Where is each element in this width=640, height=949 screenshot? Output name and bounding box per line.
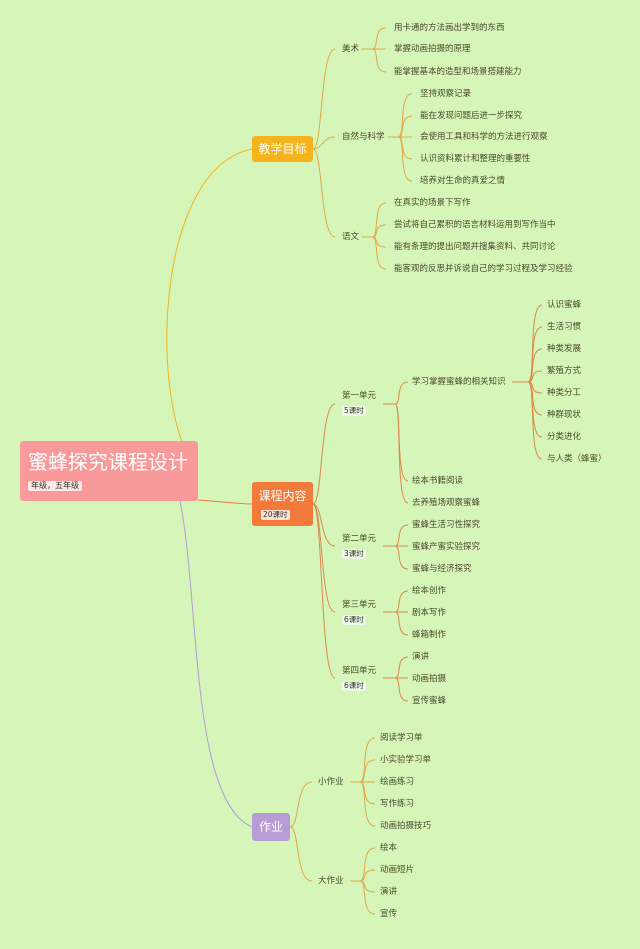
goals-art-item[interactable]: 能掌握基本的造型和场景搭建能力 bbox=[394, 67, 522, 77]
goals-science-item[interactable]: 认识资料累计和整理的重要性 bbox=[420, 154, 531, 164]
unit4-item[interactable]: 宣传蜜蜂 bbox=[412, 696, 447, 706]
unit2-item[interactable]: 蜜蜂生活习性探究 bbox=[412, 520, 481, 530]
knowledge-item[interactable]: 种群现状 bbox=[547, 410, 582, 420]
homework-big-node[interactable]: 大作业 bbox=[318, 876, 344, 886]
unit1-node[interactable]: 第一单元 bbox=[342, 391, 377, 401]
unit1-badge: 5课时 bbox=[342, 406, 366, 416]
homework-big-item[interactable]: 宣传 bbox=[380, 909, 398, 919]
goals-science-item[interactable]: 坚持观察记录 bbox=[420, 89, 472, 99]
unit1-item[interactable]: 去养殖场观察蜜蜂 bbox=[412, 498, 481, 508]
homework-small-node[interactable]: 小作业 bbox=[318, 777, 344, 787]
content-node[interactable]: 课程内容 20课时 bbox=[252, 482, 313, 526]
goals-science-item[interactable]: 能在发现问题后进一步探究 bbox=[420, 111, 523, 121]
unit1-knowledge-node[interactable]: 学习掌握蜜蜂的相关知识 bbox=[412, 377, 506, 387]
knowledge-item[interactable]: 种类分工 bbox=[547, 388, 582, 398]
unit2-item[interactable]: 蜜蜂与经济探究 bbox=[412, 564, 472, 574]
link-root-goals bbox=[166, 148, 253, 471]
content-links bbox=[312, 304, 543, 702]
root-node[interactable]: 蜜蜂探究课程设计 年级，五年级 bbox=[20, 441, 198, 501]
homework-big-item[interactable]: 绘本 bbox=[380, 843, 398, 853]
homework-small-item[interactable]: 动画拍摄技巧 bbox=[380, 821, 432, 831]
link-root-content bbox=[197, 499, 253, 505]
unit3-item[interactable]: 剧本写作 bbox=[412, 608, 447, 618]
unit2-badge: 3课时 bbox=[342, 549, 366, 559]
goals-art-node[interactable]: 美术 bbox=[342, 44, 360, 54]
root-subtitle: 年级，五年级 bbox=[28, 481, 82, 491]
goals-label: 教学目标 bbox=[258, 142, 307, 156]
knowledge-item[interactable]: 分类进化 bbox=[547, 432, 582, 442]
goals-science-item[interactable]: 培养对生命的真爱之情 bbox=[420, 176, 506, 186]
goals-chinese-item[interactable]: 能客观的反思并诉说自己的学习过程及学习经验 bbox=[394, 264, 573, 274]
content-label: 课程内容 bbox=[258, 489, 307, 503]
unit3-badge: 6课时 bbox=[342, 615, 366, 625]
homework-links bbox=[289, 737, 376, 915]
unit4-item[interactable]: 演讲 bbox=[412, 652, 430, 662]
unit4-item[interactable]: 动画拍摄 bbox=[412, 674, 447, 684]
knowledge-item[interactable]: 认识蜜蜂 bbox=[547, 300, 582, 310]
unit2-node[interactable]: 第二单元 bbox=[342, 534, 377, 544]
goals-science-item[interactable]: 会使用工具和科学的方法进行观察 bbox=[420, 132, 548, 142]
homework-node[interactable]: 作业 bbox=[252, 813, 290, 841]
knowledge-item[interactable]: 繁殖方式 bbox=[547, 366, 582, 376]
goals-node[interactable]: 教学目标 bbox=[252, 136, 313, 162]
homework-label: 作业 bbox=[258, 820, 283, 834]
homework-small-item[interactable]: 小实验学习单 bbox=[380, 755, 432, 765]
goals-chinese-node[interactable]: 语文 bbox=[342, 232, 360, 242]
unit4-node[interactable]: 第四单元 bbox=[342, 666, 377, 676]
goals-art-item[interactable]: 掌握动画拍摄的原理 bbox=[394, 44, 471, 54]
unit3-node[interactable]: 第三单元 bbox=[342, 600, 377, 610]
homework-big-item[interactable]: 演讲 bbox=[380, 887, 398, 897]
goals-chinese-item[interactable]: 尝试将自己累积的语言材料运用到写作当中 bbox=[394, 220, 556, 230]
knowledge-item[interactable]: 生活习惯 bbox=[547, 322, 582, 332]
goals-chinese-item[interactable]: 能有条理的提出问题并搜集资料、共同讨论 bbox=[394, 242, 556, 252]
goals-science-node[interactable]: 自然与科学 bbox=[342, 132, 385, 142]
unit3-item[interactable]: 蜂箱制作 bbox=[412, 630, 447, 640]
content-badge: 20课时 bbox=[261, 510, 290, 520]
unit4-badge: 6课时 bbox=[342, 681, 366, 691]
root-title: 蜜蜂探究课程设计 bbox=[28, 450, 188, 474]
homework-small-item[interactable]: 阅读学习单 bbox=[380, 733, 423, 743]
goals-chinese-item[interactable]: 在真实的场景下写作 bbox=[394, 198, 471, 208]
goals-links bbox=[312, 27, 413, 270]
knowledge-item[interactable]: 与人类（蜂蜜） bbox=[547, 454, 607, 464]
goals-art-item[interactable]: 用卡通的方法画出学到的东西 bbox=[394, 23, 505, 33]
homework-big-item[interactable]: 动画短片 bbox=[380, 865, 415, 875]
unit1-item[interactable]: 绘本书籍阅读 bbox=[412, 476, 464, 486]
homework-small-item[interactable]: 绘画练习 bbox=[380, 777, 415, 787]
link-root-homework bbox=[179, 500, 253, 828]
knowledge-item[interactable]: 种类发展 bbox=[547, 344, 582, 354]
unit3-item[interactable]: 绘本创作 bbox=[412, 586, 447, 596]
homework-small-item[interactable]: 写作练习 bbox=[380, 799, 415, 809]
unit2-item[interactable]: 蜜蜂产蜜实验探究 bbox=[412, 542, 481, 552]
